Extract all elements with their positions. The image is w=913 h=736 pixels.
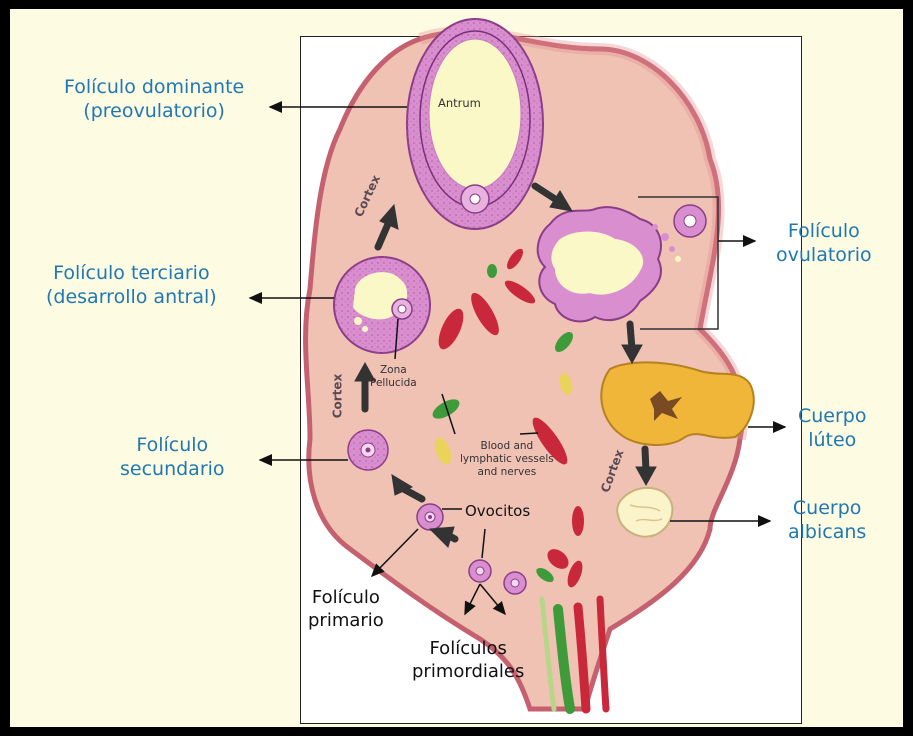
vessels-line2: lymphatic vessels (460, 453, 554, 466)
zona-line2: Pellucida (370, 377, 417, 390)
dominant-title: Folículo dominante (64, 75, 244, 99)
antrum-label: Antrum (438, 96, 481, 110)
ovulatory-line2: ovulatorio (776, 243, 872, 267)
primordial-line2: primordiales (412, 660, 524, 683)
secondary-follicle-label: Folículo secundario (120, 433, 225, 482)
vessels-line3: and nerves (460, 466, 554, 479)
albicans-line1: Cuerpo (788, 496, 866, 520)
secondary-line1: Folículo (120, 433, 225, 457)
primordial-follicles-label: Folículos primordiales (412, 637, 524, 683)
primary-follicle-label: Folículo primario (308, 586, 384, 632)
albicans-line2: albicans (788, 520, 866, 544)
secondary-follicle (348, 430, 388, 470)
corpus-albicans-label: Cuerpo albicans (788, 496, 866, 545)
dominant-follicle (407, 19, 543, 229)
cortex-label-middle: Cortex (330, 374, 344, 419)
corpus-albicans (617, 488, 672, 537)
tertiary-subtitle: (desarrollo antral) (46, 285, 217, 309)
vessels-line1: Blood and (460, 440, 554, 453)
dominant-subtitle: (preovulatorio) (64, 99, 244, 123)
zona-line1: Zona (370, 364, 417, 377)
dominant-follicle-label: Folículo dominante (preovulatorio) (64, 75, 244, 124)
diagram-frame: Antrum Zona Pellucida Blood and lymphati… (10, 9, 903, 727)
luteum-line2: lúteo (798, 428, 867, 452)
corpus-luteum-label: Cuerpo lúteo (798, 404, 867, 453)
luteum-line1: Cuerpo (798, 404, 867, 428)
ovulatory-follicle-label: Folículo ovulatorio (776, 219, 872, 268)
secondary-line2: secundario (120, 457, 225, 481)
primary-line1: Folículo (308, 586, 384, 609)
tertiary-follicle-label: Folículo terciario (desarrollo antral) (46, 261, 217, 310)
ovulatory-line1: Folículo (776, 219, 872, 243)
zona-pellucida-label: Zona Pellucida (370, 364, 417, 390)
primary-follicle (417, 504, 443, 530)
corpus-luteum (601, 362, 753, 445)
vessels-label: Blood and lymphatic vessels and nerves (460, 440, 554, 479)
primary-line2: primario (308, 609, 384, 632)
ovocitos-label: Ovocitos (465, 502, 530, 521)
tertiary-title: Folículo terciario (46, 261, 217, 285)
primordial-line1: Folículos (412, 637, 524, 660)
tertiary-follicle (334, 257, 430, 353)
